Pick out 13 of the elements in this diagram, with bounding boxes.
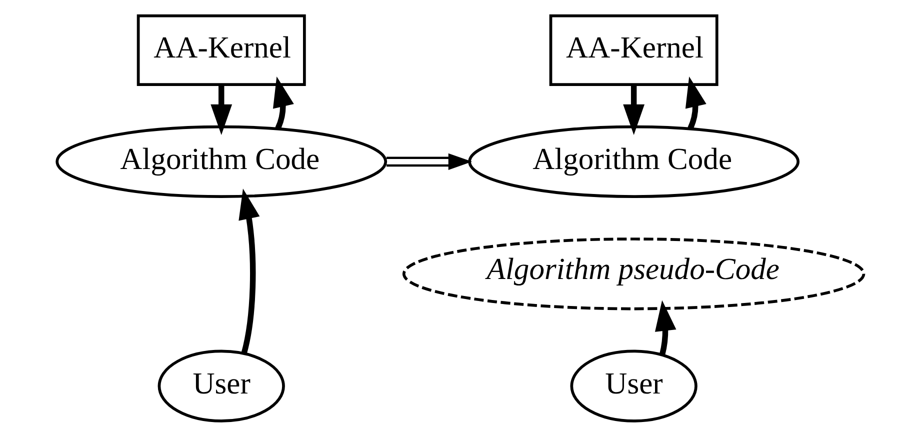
node-ellipse: Algorithm Code (56, 125, 388, 198)
node-box: AA-Kernel (549, 14, 718, 86)
arrow (386, 153, 472, 170)
arrow (210, 84, 232, 135)
node-box: AA-Kernel (136, 14, 306, 86)
node-ellipse: Algorithm pseudo-Code (402, 238, 866, 310)
node-ellipse: User (570, 350, 698, 422)
node-ellipse: User (158, 350, 285, 422)
arrow (623, 84, 645, 135)
arrow (272, 76, 294, 130)
arrow (685, 76, 706, 130)
node-ellipse: Algorithm Code (468, 125, 800, 198)
arrow (238, 188, 260, 354)
